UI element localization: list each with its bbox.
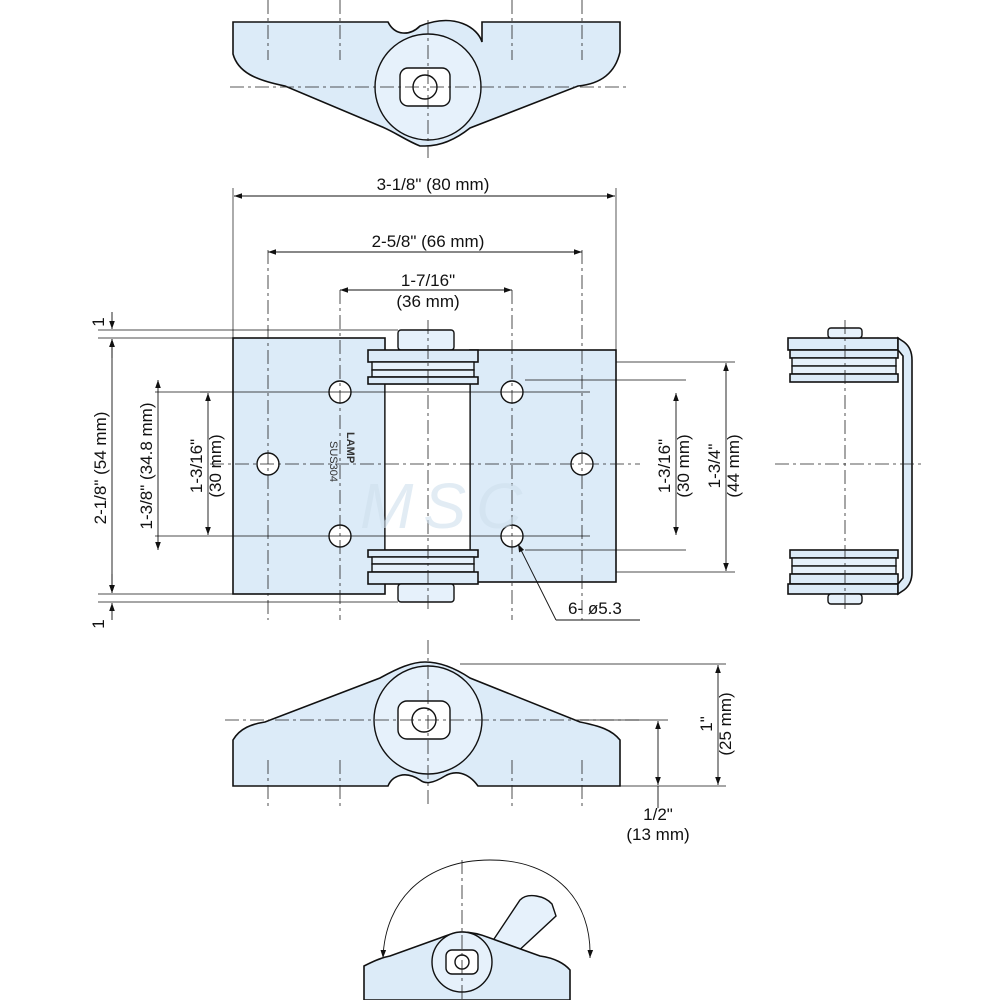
inner-hole-span-label-1: 1-7/16" — [401, 271, 455, 290]
hole-callout-label: 6- ø5.3 — [568, 599, 622, 618]
right-hole-spacing-label-2: (30 mm) — [674, 434, 693, 497]
left-hole-spacing-label-2: (30 mm) — [206, 434, 225, 497]
side-view — [775, 320, 925, 612]
inner-hole-span-label-2: (36 mm) — [396, 292, 459, 311]
rotation-view — [363, 859, 594, 1000]
leaf-height-label-1: 1-3/4" — [705, 444, 724, 489]
overall-height-label: 2-1/8" (54 mm) — [91, 412, 110, 525]
right-hole-spacing-label-1: 1-3/16" — [655, 439, 674, 493]
pin-offset-top-label: 1 — [89, 317, 108, 326]
pin-offset-bottom-label: 1 — [89, 619, 108, 628]
leaf-height-label-2: (44 mm) — [724, 434, 743, 497]
left-hole-spacing-label-1: 1-3/16" — [187, 439, 206, 493]
bottom-view-dimensions: 1" (25 mm) 1/2" (13 mm) — [460, 663, 735, 844]
height-dimensions-right: 1-3/16" (30 mm) 1-3/4" (44 mm) 6- ø5.3 — [517, 361, 743, 621]
front-view: LAMP SUS304 — [155, 250, 640, 620]
side-height-label-1: 1" — [697, 716, 716, 732]
top-view — [230, 0, 630, 158]
brand-stamp: LAMP — [344, 432, 356, 463]
side-height-label-2: (25 mm) — [716, 692, 735, 755]
mid-height-label: 1-3/8" (34.8 mm) — [137, 403, 156, 530]
overall-width-label: 3-1/8" (80 mm) — [377, 175, 490, 194]
watermark: MSC — [360, 470, 532, 542]
material-stamp: SUS304 — [327, 441, 339, 482]
outer-hole-span-label: 2-5/8" (66 mm) — [372, 232, 485, 251]
base-height-label-2: (13 mm) — [626, 825, 689, 844]
width-dimensions: 3-1/8" (80 mm) 2-5/8" (66 mm) 1-7/16" (3… — [232, 175, 617, 350]
base-height-label-1: 1/2" — [643, 805, 673, 824]
height-dimensions-left: 1 2-1/8" (54 mm) 1 1-3/8" (34.8 mm) 1-3/… — [89, 312, 398, 629]
bottom-view — [225, 640, 640, 808]
